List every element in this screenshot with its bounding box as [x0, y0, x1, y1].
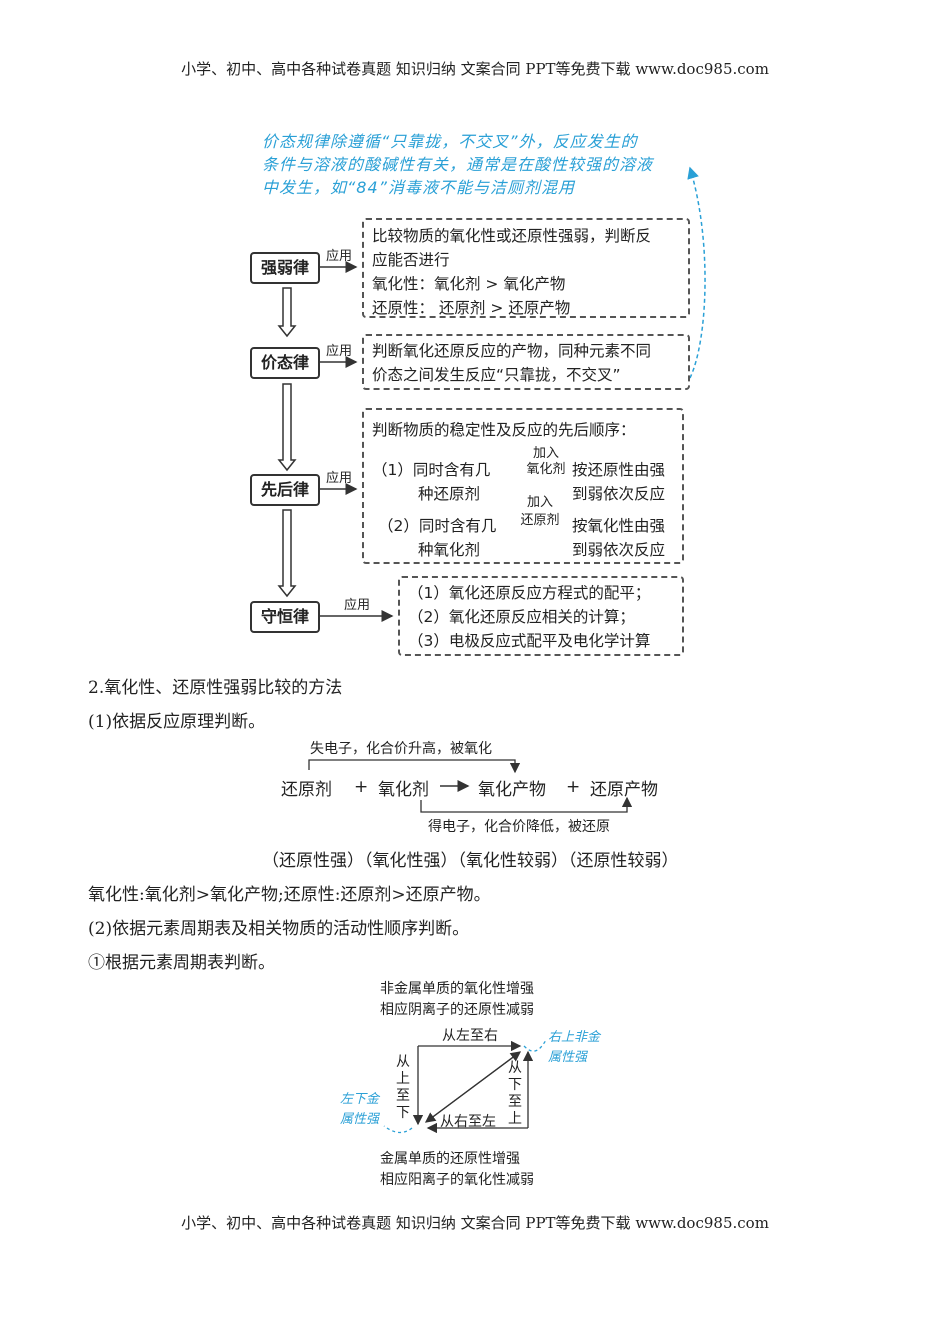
down-arrow-2 — [277, 383, 297, 472]
box-line: 价态之间发生反应“只靠拢，不交叉” — [372, 366, 621, 384]
left-bottom-note: 左下金 属性强 — [340, 1090, 379, 1130]
char: 下 — [508, 1077, 522, 1093]
term-plus: + — [354, 777, 369, 797]
top-to-bottom-label: 从 上 至 下 — [395, 1054, 411, 1122]
note-line: 价态规律除遵循“只靠拢，不交叉”外，反应发生的 — [262, 132, 638, 151]
right-to-left-label: 从右至左 — [440, 1114, 496, 1130]
law-strength: 强弱律 — [250, 252, 320, 284]
char: 从 — [396, 1054, 410, 1070]
page-header: 小学、初中、高中各种试卷真题 知识归纳 文案合同 PPT等免费下载 www.do… — [181, 60, 769, 78]
char: 从 — [508, 1060, 522, 1076]
box-line: 应能否进行 — [372, 251, 450, 269]
case-line: 种还原剂 — [418, 485, 481, 503]
case-line: （2）同时含有几 — [378, 517, 497, 535]
case-line: 按还原性由强 — [572, 461, 666, 479]
metal-line-1: 金属单质的还原性增强 — [380, 1151, 520, 1167]
char: 至 — [396, 1088, 410, 1104]
lose-electron-bracket — [308, 759, 521, 774]
case-line: 按氧化性由强 — [572, 517, 666, 535]
apply-label: 应用 — [326, 344, 353, 359]
box-line: 还原性： 还原剂 > 还原产物 — [372, 299, 571, 317]
apply-label: 应用 — [344, 598, 371, 613]
down-arrow-3 — [277, 509, 297, 598]
subheading-2-1: ①根据元素周期表判断。 — [88, 953, 275, 973]
case1-arrow-label: 加入 氧化剂 — [520, 446, 572, 478]
left-note-hook — [383, 1125, 413, 1134]
note-line: 左下金 — [340, 1092, 380, 1107]
char: 下 — [396, 1105, 410, 1121]
char: 上 — [396, 1071, 410, 1087]
bottom-to-top-label: 从 下 至 上 — [507, 1060, 523, 1128]
right-top-note: 右上非金 属性强 — [548, 1028, 600, 1068]
box-line: 判断氧化还原反应的产物，同种元素不同 — [372, 342, 652, 360]
char: 至 — [508, 1094, 522, 1110]
term-oxidation-product: 氧化产物 — [478, 780, 546, 800]
note-line: 属性强 — [340, 1112, 380, 1127]
down-arrow-1 — [277, 287, 297, 338]
arrow-top: 加入 — [526, 495, 553, 510]
note-link-curve — [687, 166, 706, 379]
arrow-top: 加入 — [532, 446, 559, 461]
arrow-mid: 还原剂 — [520, 513, 560, 528]
term-reduction-product: 还原产物 — [590, 780, 658, 800]
box-line: （2）氧化还原反应相关的计算； — [408, 608, 635, 626]
conclusion: 氧化性:氧化剂>氧化产物;还原性:还原剂>还原产物。 — [88, 885, 491, 905]
note-line: 属性强 — [548, 1050, 588, 1065]
handwritten-note: 价态规律除遵循“只靠拢，不交叉”外，反应发生的 条件与溶液的酸碱性有关，通常是在… — [262, 130, 682, 199]
case-line: 种氧化剂 — [418, 541, 481, 559]
box-line: 比较物质的氧化性或还原性强弱，判断反 — [372, 227, 652, 245]
gain-electron-bracket — [420, 796, 633, 813]
note-line: 右上非金 — [548, 1030, 601, 1045]
case1-right: 按还原性由强 到弱依次反应 — [572, 458, 665, 506]
page-footer: 小学、初中、高中各种试卷真题 知识归纳 文案合同 PPT等免费下载 www.do… — [181, 1214, 769, 1232]
case1-left: （1）同时含有几 种还原剂 — [372, 458, 490, 506]
term-oxidant: 氧化剂 — [378, 780, 429, 800]
subheading-2: (2)依据元素周期表及相关物质的活动性顺序判断。 — [88, 919, 470, 939]
term-reductant: 还原剂 — [281, 780, 332, 800]
strength-labels: （还原性强）（氧化性强）（氧化性较弱）（还原性较弱） — [262, 851, 679, 871]
left-to-right-label: 从左至右 — [442, 1028, 498, 1044]
right-note-hook — [523, 1039, 547, 1052]
box-line: （1）氧化还原反应方程式的配平； — [408, 584, 651, 602]
note-line: 条件与溶液的酸碱性有关，通常是在酸性较强的溶液 — [262, 155, 654, 174]
case-line: （1）同时含有几 — [372, 461, 491, 479]
diagonal-arrow-down — [424, 1051, 521, 1123]
case-line: 到弱依次反应 — [572, 485, 666, 503]
box-title: 判断物质的稳定性及反应的先后顺序： — [372, 421, 636, 439]
apply-label: 应用 — [326, 471, 353, 486]
case2-arrow-label: 加入 还原剂 — [514, 494, 566, 530]
char: 上 — [508, 1111, 522, 1127]
strength-law-box: 比较物质的氧化性或还原性强弱，判断反 应能否进行 氧化性：氧化剂 > 氧化产物 … — [362, 218, 690, 318]
arrow-mid: 氧化剂 — [526, 462, 566, 477]
note-line: 中发生，如“84”消毒液不能与洁厕剂混用 — [262, 178, 575, 197]
box-line: 氧化性：氧化剂 > 氧化产物 — [372, 275, 566, 293]
valence-law-box: 判断氧化还原反应的产物，同种元素不同 价态之间发生反应“只靠拢，不交叉” — [362, 334, 690, 390]
section-heading: 2.氧化性、还原性强弱比较的方法 — [88, 678, 343, 698]
case2-left: （2）同时含有几 种氧化剂 — [378, 514, 496, 562]
order-law-box: 判断物质的稳定性及反应的先后顺序： （1）同时含有几 种还原剂 加入 氧化剂 按… — [362, 408, 684, 564]
law-order: 先后律 — [250, 474, 320, 506]
box-line: （3）电极反应式配平及电化学计算 — [408, 632, 651, 650]
apply-label: 应用 — [326, 249, 353, 264]
case-line: 到弱依次反应 — [572, 541, 666, 559]
law-valence: 价态律 — [250, 347, 320, 379]
term-plus: + — [566, 777, 581, 797]
metal-line-2: 相应阳离子的氧化性减弱 — [380, 1172, 534, 1188]
law-conservation: 守恒律 — [250, 601, 320, 633]
nonmetal-line-1: 非金属单质的氧化性增强 — [380, 981, 534, 997]
subheading-1: (1)依据反应原理判断。 — [88, 712, 266, 732]
gain-electron-label: 得电子，化合价降低，被还原 — [428, 819, 610, 835]
nonmetal-line-2: 相应阴离子的还原性减弱 — [380, 1002, 534, 1018]
conservation-law-box: （1）氧化还原反应方程式的配平； （2）氧化还原反应相关的计算； （3）电极反应… — [398, 576, 684, 656]
case2-right: 按氧化性由强 到弱依次反应 — [572, 514, 665, 562]
lose-electron-label: 失电子，化合价升高，被氧化 — [310, 741, 492, 757]
